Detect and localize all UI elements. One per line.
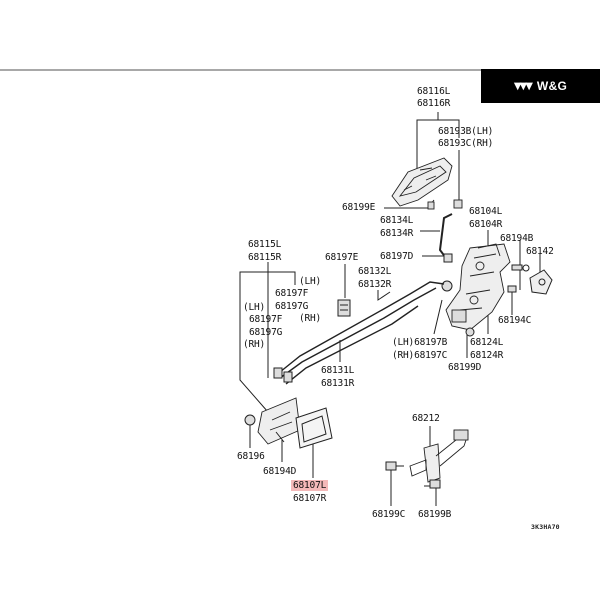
clips-68197FG	[273, 367, 293, 383]
inside-handle-part	[257, 397, 301, 445]
leader-68132	[377, 290, 391, 301]
label-lh-left: (LH)	[243, 302, 266, 313]
label-68107L-highlighted[interactable]: 68107L	[291, 480, 329, 492]
label-68199C: 68199C	[372, 509, 406, 520]
label-68194C: 68194C	[498, 315, 532, 326]
striker-68142	[529, 269, 553, 295]
lock-actuator-part	[445, 243, 511, 331]
triple-chevron-logo-icon: ▼▼▼	[513, 80, 533, 92]
label-68193B: 68193B(LH)	[438, 126, 494, 137]
label-68194D: 68194D	[263, 466, 297, 477]
brand-name: W&G	[536, 79, 568, 93]
label-68196: 68196	[237, 451, 265, 462]
header-divider	[0, 69, 600, 71]
label-68132R: 68132R	[358, 279, 392, 290]
label-68197G-right: 68197G	[275, 301, 309, 312]
label-68197F-left: 68197F	[249, 314, 283, 325]
screw-68194D	[275, 431, 285, 443]
long-rods-part	[279, 281, 445, 385]
leader-68116	[416, 112, 439, 185]
label-68197F-right: 68197F	[275, 288, 309, 299]
bolt-68194C	[507, 285, 517, 293]
rod-part	[438, 213, 453, 259]
label-68197D: 68197D	[380, 251, 414, 262]
diagram-reference-code: 3K3HA70	[531, 523, 560, 531]
brand-badge: ▼▼▼ W&G	[481, 69, 600, 103]
label-68116R: 68116R	[417, 98, 451, 109]
label-68104R: 68104R	[469, 219, 503, 230]
label-68116L: 68116L	[417, 86, 451, 97]
label-68212: 68212	[412, 413, 440, 424]
label-rh-right: (RH)	[299, 313, 322, 324]
bolt-68199C	[385, 461, 404, 471]
clip-68197D	[443, 253, 453, 263]
label-68124L: 68124L	[470, 337, 504, 348]
bolt-68199B	[424, 479, 441, 489]
label-68131L: 68131L	[321, 365, 355, 376]
bolt-68194B	[511, 264, 530, 272]
label-68194B: 68194B	[500, 233, 534, 244]
label-68104L: 68104L	[469, 206, 503, 217]
label-68131R: 68131R	[321, 378, 355, 389]
clip-68197B	[441, 280, 453, 292]
label-68134L: 68134L	[380, 215, 414, 226]
label-68115L: 68115L	[248, 239, 282, 250]
highlight-68107L: 68107L	[291, 480, 329, 491]
label-68107R: 68107R	[293, 493, 327, 504]
door-check-part	[409, 429, 469, 483]
label-68142: 68142	[526, 246, 554, 257]
label-68197C: (RH)68197C	[392, 350, 448, 361]
label-68199E: 68199E	[342, 202, 376, 213]
label-68115R: 68115R	[248, 252, 282, 263]
label-68199D: 68199D	[448, 362, 482, 373]
outside-handle-part	[391, 157, 463, 210]
label-68132L: 68132L	[358, 266, 392, 277]
cap-68196	[244, 414, 256, 426]
handle-bezel-part	[295, 407, 333, 449]
label-lh-right: (LH)	[299, 276, 322, 287]
label-68197G-left: 68197G	[249, 327, 283, 338]
leader-68197BC	[433, 299, 443, 335]
screw-68199D	[465, 327, 475, 337]
clip-68197E	[337, 299, 351, 317]
label-68197B: (LH)68197B	[392, 337, 448, 348]
label-68193C: 68193C(RH)	[438, 138, 494, 149]
label-68197E: 68197E	[325, 252, 359, 263]
label-68124R: 68124R	[470, 350, 504, 361]
label-rh-left: (RH)	[243, 339, 266, 350]
label-68134R: 68134R	[380, 228, 414, 239]
leader-68115	[239, 262, 269, 413]
label-68199B: 68199B	[418, 509, 452, 520]
